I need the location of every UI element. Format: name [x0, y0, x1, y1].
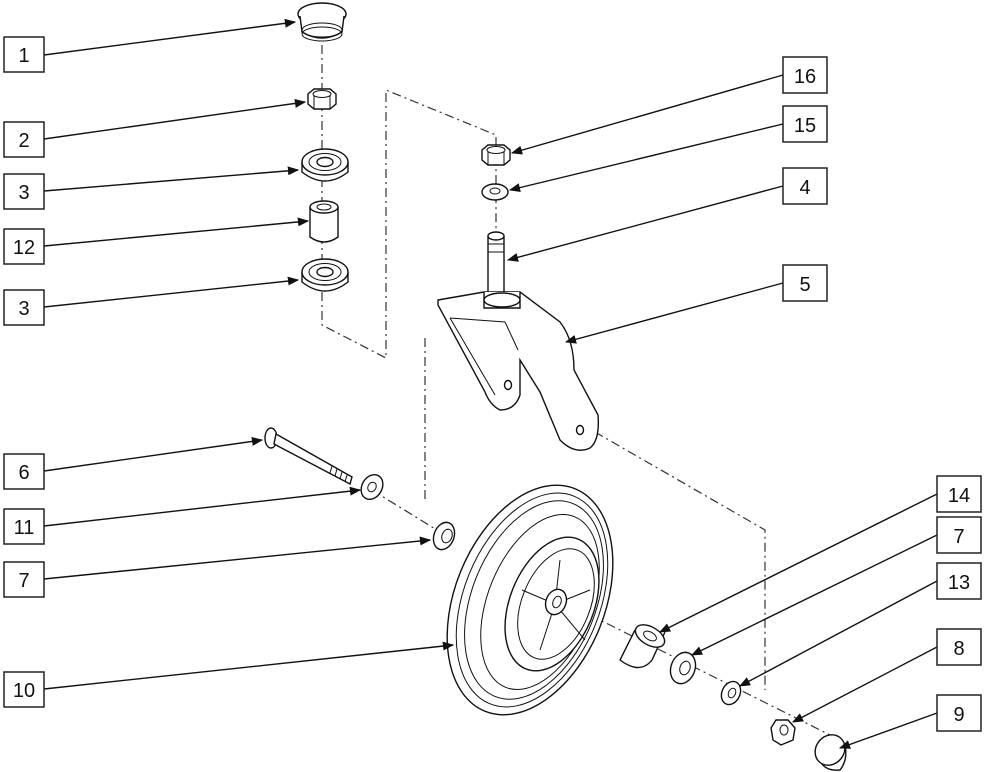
washer-part-fork	[481, 183, 509, 201]
wheel-spacer-part	[619, 624, 666, 669]
callout-2: 2	[3, 121, 45, 158]
callout-9-label: 9	[953, 704, 964, 726]
wheel-tire-part	[446, 484, 614, 716]
callout-1-label: 1	[18, 45, 29, 67]
callout-11-label: 11	[14, 517, 35, 539]
callout-3-upper-label: 3	[18, 182, 29, 204]
hex-nut-part	[307, 88, 337, 110]
callout-4: 4	[782, 167, 828, 205]
callout-14: 14	[936, 475, 982, 513]
callout-12: 12	[3, 228, 45, 265]
callout-11: 11	[3, 508, 45, 545]
callout-15-label: 15	[794, 115, 816, 137]
callout-13-label: 13	[948, 572, 970, 594]
callout-15: 15	[782, 105, 828, 143]
callout-3-lower-label: 3	[18, 298, 29, 320]
callout-16-label: 16	[794, 66, 816, 88]
callout-7-right-label: 7	[953, 526, 964, 548]
callout-7-right: 7	[936, 516, 982, 554]
wheel-bearing-part-left	[432, 521, 456, 551]
hex-nut-part-fork	[481, 144, 511, 166]
bearing-part-lower	[301, 258, 349, 292]
leader-lines	[43, 18, 938, 749]
callout-8-label: 8	[953, 638, 964, 660]
callout-8: 8	[936, 628, 982, 666]
callout-14-label: 14	[948, 485, 970, 507]
cap-part	[297, 2, 347, 42]
callout-7-left-label: 7	[18, 570, 29, 592]
callout-4-label: 4	[799, 177, 810, 199]
callout-12-label: 12	[13, 237, 35, 259]
spacer-sleeve-part	[309, 200, 339, 243]
callout-9: 9	[936, 694, 982, 732]
callout-16: 16	[782, 56, 828, 94]
callout-3-lower: 3	[3, 289, 45, 326]
callout-3-upper: 3	[3, 173, 45, 210]
bearing-part-upper	[301, 148, 349, 182]
washer-part-wheel	[720, 680, 742, 706]
callout-2-label: 2	[18, 130, 29, 152]
axle-bolt-part	[264, 427, 353, 486]
wheel-bearing-part-right	[669, 651, 697, 685]
callout-6: 6	[3, 453, 45, 490]
axle-cap-part	[814, 734, 847, 771]
callout-6-label: 6	[18, 462, 29, 484]
callout-13: 13	[936, 562, 982, 600]
callout-7-left: 7	[3, 561, 45, 598]
callout-10: 10	[3, 671, 45, 708]
fork-assembly-part	[437, 231, 600, 451]
axle-nut-part	[770, 719, 796, 746]
callout-1: 1	[3, 36, 45, 73]
callout-5-label: 5	[799, 274, 810, 296]
callout-5: 5	[782, 264, 828, 302]
washer-part-axle	[360, 473, 384, 501]
callout-10-label: 10	[13, 680, 35, 702]
